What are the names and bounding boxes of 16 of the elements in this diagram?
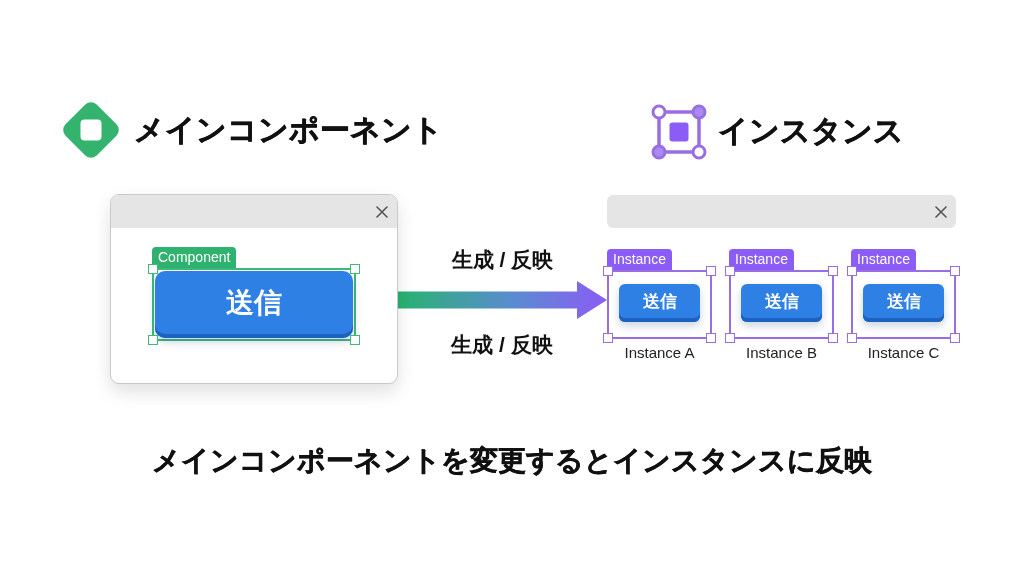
caption: メインコンポーネントを変更するとインスタンスに反映 xyxy=(152,444,872,478)
frame-name-tag: Instance xyxy=(851,249,916,270)
frame-name-tag: Component xyxy=(152,247,237,268)
frame-caption: Instance A xyxy=(624,344,695,363)
section-heading: インスタンス xyxy=(718,113,904,149)
send-button: 送信 xyxy=(863,284,944,322)
frame-caption: Instance C xyxy=(867,344,940,363)
send-button: 送信 xyxy=(619,284,700,322)
frame-caption: Instance B xyxy=(746,344,817,363)
arrow xyxy=(398,281,607,319)
send-button: 送信 xyxy=(155,271,353,338)
frame-name-tag: Instance xyxy=(729,249,794,270)
frame-name-tag: Instance xyxy=(607,249,672,270)
app-window xyxy=(110,194,398,384)
send-button: 送信 xyxy=(741,284,822,322)
section-heading: メインコンポーネント xyxy=(134,112,443,148)
